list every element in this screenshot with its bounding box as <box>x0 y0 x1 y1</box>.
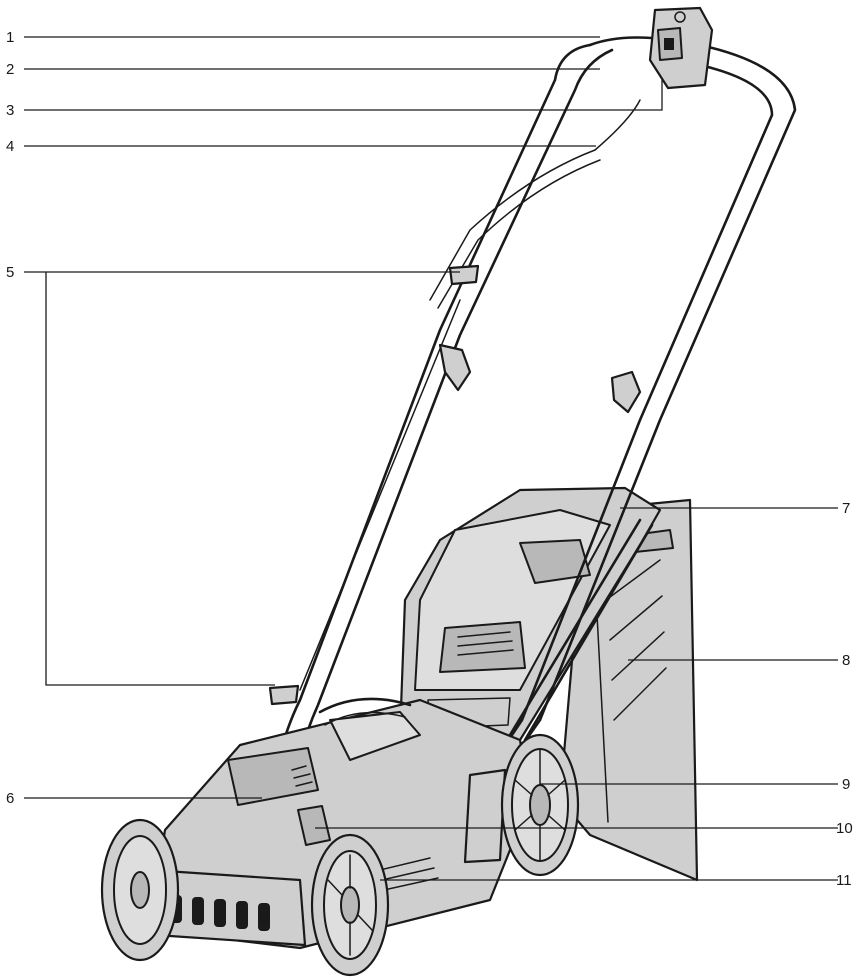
rear-wheel <box>500 733 580 877</box>
callout-11: 11 <box>836 872 852 889</box>
callout-labels: 1 2 3 4 5 6 7 8 9 10 11 <box>6 29 853 889</box>
callout-9: 9 <box>842 776 850 793</box>
cable-clip-lower <box>268 684 300 706</box>
callout-10: 10 <box>836 820 853 837</box>
right-handle-knob <box>610 370 642 414</box>
callout-7: 7 <box>842 500 850 517</box>
motor-housing <box>148 697 532 950</box>
callout-8: 8 <box>842 652 850 669</box>
callout-3: 3 <box>6 102 14 119</box>
battery-cover <box>227 747 319 806</box>
left-handle-knob <box>438 343 472 392</box>
callout-5: 5 <box>6 264 14 281</box>
hood-cover <box>398 486 662 742</box>
leader-3 <box>24 78 663 111</box>
front-wheel-right <box>310 833 390 977</box>
callout-leaders <box>24 36 838 881</box>
front-wheel-left <box>100 818 180 962</box>
callout-4: 4 <box>6 138 14 155</box>
safety-bail-lever <box>429 149 596 301</box>
callout-6: 6 <box>6 790 14 807</box>
switch-box <box>648 6 714 90</box>
callout-2: 2 <box>6 61 14 78</box>
height-adjust-lever <box>297 805 331 846</box>
leader-5 <box>24 271 460 686</box>
callout-1: 1 <box>6 29 14 46</box>
cable-clip-upper <box>448 264 480 286</box>
